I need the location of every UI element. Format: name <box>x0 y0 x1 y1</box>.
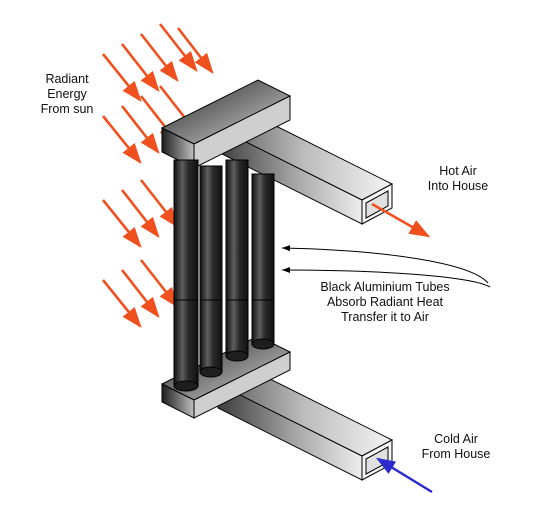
tube-pointer-line <box>281 245 489 284</box>
sun-ray-arrow <box>120 105 160 155</box>
radiant-line-2: Energy <box>47 87 87 101</box>
sun-ray-arrow <box>101 279 142 329</box>
radiant-line-1: Radiant <box>45 72 89 86</box>
cold-air-line-1: Cold Air <box>434 432 478 446</box>
sun-ray-arrow <box>120 189 160 239</box>
radiant-energy-label: Radiant Energy From sun <box>32 72 102 117</box>
cold-air-line-2: From House <box>421 447 491 461</box>
sun-ray-arrow <box>139 259 179 309</box>
sun-ray-arrow <box>139 33 179 83</box>
tube-pointer-line <box>281 267 491 288</box>
tubes-label: Black Aluminium Tubes Absorb Radiant Hea… <box>305 280 465 325</box>
sun-ray-arrow <box>139 179 179 229</box>
cold-air-duct <box>216 367 394 481</box>
hot-air-line-1: Hot Air <box>439 164 477 178</box>
sun-ray-arrow <box>101 115 142 165</box>
sun-ray-arrow <box>101 53 142 103</box>
sun-ray-arrow <box>120 269 160 319</box>
cold-air-label: Cold Air From House <box>414 432 498 462</box>
tube-bases <box>173 299 275 392</box>
hot-air-line-2: Into House <box>427 179 489 193</box>
tubes-line-3: Transfer it to Air <box>341 310 429 324</box>
tubes-line-2: Absorb Radiant Heat <box>326 295 444 309</box>
hot-air-arrow <box>371 202 431 238</box>
sun-ray-arrow <box>120 43 160 93</box>
sun-ray-arrow <box>176 27 214 75</box>
hot-air-label: Hot Air Into House <box>418 164 498 194</box>
cold-air-arrow <box>375 457 433 494</box>
tubes-line-1: Black Aluminium Tubes <box>320 280 450 294</box>
radiant-line-3: From sun <box>40 102 94 116</box>
sun-ray-arrow <box>101 199 142 249</box>
sun-ray-arrow <box>158 23 198 73</box>
sun-rays <box>101 23 214 329</box>
